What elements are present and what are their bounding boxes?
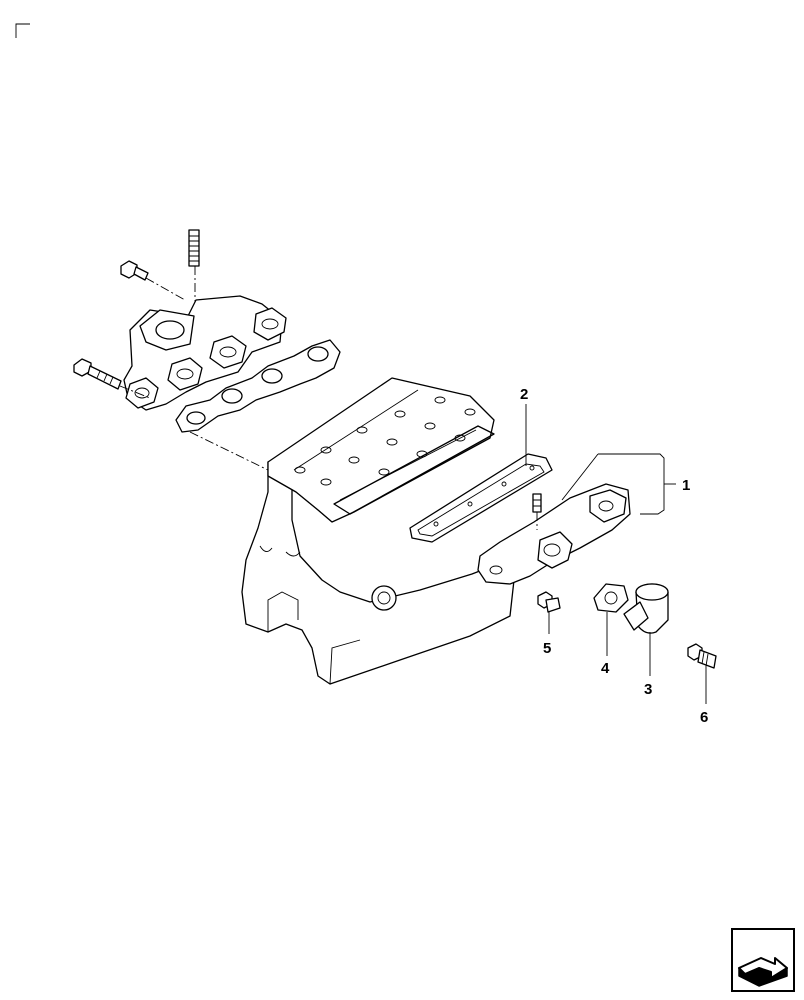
water-outlet (623, 583, 669, 634)
thermostat-gasket (593, 583, 629, 613)
callout-6: 6 (700, 709, 708, 726)
next-page-arrow-icon (731, 928, 795, 992)
manifold-long-bolt (73, 358, 122, 390)
screw-5 (537, 591, 561, 613)
callout-2: 2 (520, 386, 528, 403)
manifold-short-bolt (120, 260, 149, 281)
screw-6 (687, 643, 717, 669)
intake-manifold (477, 483, 631, 585)
callout-5: 5 (543, 640, 551, 657)
next-page-button[interactable] (731, 928, 795, 992)
callout-4: 4 (601, 660, 610, 677)
engine-block (241, 377, 515, 685)
exhaust-manifold (73, 229, 341, 471)
manifold-stud (188, 229, 200, 267)
leader-lines (525, 404, 707, 704)
callout-3: 3 (644, 681, 652, 698)
corner-mark-icon (15, 23, 30, 38)
head-bolt-holes (294, 396, 476, 486)
manifold-body (123, 295, 287, 411)
callout-1: 1 (682, 477, 690, 494)
manifold-gasket (175, 339, 341, 433)
